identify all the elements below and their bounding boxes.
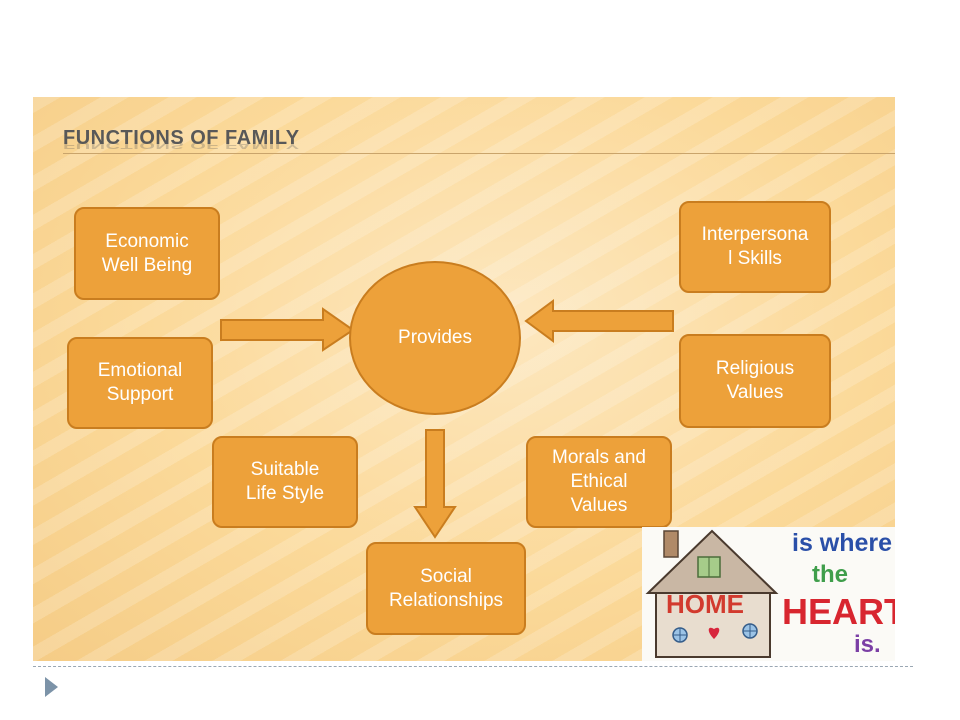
box-line: Support	[106, 384, 174, 405]
title-underline	[63, 153, 895, 154]
house-drawing	[645, 529, 779, 658]
diagram-title: FUNCTIONS OF FAMILY	[63, 127, 300, 149]
box-line: l Skills	[728, 248, 782, 269]
art-text-heart: HEART	[782, 591, 895, 632]
art-text-the: the	[812, 561, 848, 588]
art-text-is: is.	[854, 631, 881, 658]
box-line: Interpersona	[701, 224, 809, 246]
box-line: Suitable	[250, 459, 320, 481]
home-is-where-the-heart-is-drawing: is where the HOME HEART is.	[642, 527, 895, 661]
box-line: Social	[420, 565, 472, 587]
slide-divider	[33, 666, 913, 667]
box-line: Values	[570, 494, 628, 516]
art-text-is-where: is where	[792, 529, 893, 557]
arrow-left-to-hub	[524, 299, 674, 343]
box-line: Emotional	[97, 360, 183, 382]
box-line: Relationships	[388, 589, 504, 611]
diagram-image: FUNCTIONS OF FAMILY FUNCTIONS OF FAMILY …	[33, 97, 895, 661]
hub-provides: Provides	[349, 261, 521, 415]
box-line: Ethical	[570, 471, 628, 493]
arrow-down-from-hub	[413, 429, 457, 539]
box-line: Economic	[105, 230, 189, 252]
box-line: Religious	[715, 358, 795, 380]
box-line: Morals and	[552, 447, 646, 469]
art-text-home: HOME	[666, 589, 744, 619]
box-line: Well Being	[101, 254, 193, 276]
diagram-arrows	[220, 299, 674, 539]
box-line: Values	[726, 382, 784, 403]
arrow-right-to-hub	[220, 307, 355, 352]
bullet-triangle-icon	[45, 677, 58, 697]
box-line: Life Style	[245, 483, 325, 504]
